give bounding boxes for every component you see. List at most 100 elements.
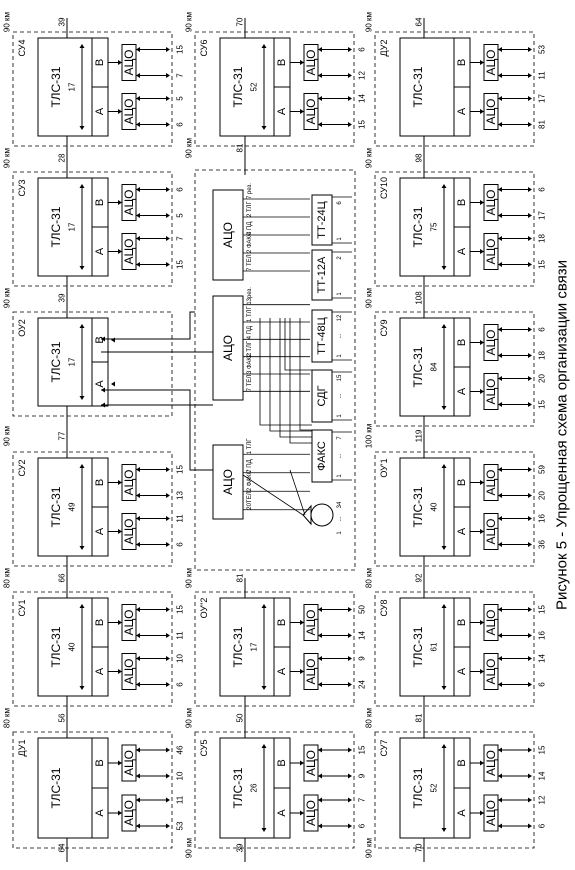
equipment-last-tt12: 2 [337,256,343,260]
equipment-label-sdg: СДГ [316,385,328,406]
station-du2 [374,31,535,147]
tls-label-su9: ТЛС-31 [411,346,425,387]
span-km: 90 км [185,12,194,32]
ato-label-B-su7: АЦО [484,750,498,776]
channel-count-B-0-su5: 15 [358,745,367,754]
telephone-cone-icon [302,504,312,526]
center-ato-2-line-4: 3 ФАКС [247,352,253,374]
ou2-a-out [111,381,115,387]
station-ou2 [12,311,173,417]
tls-count-su1: 40 [68,642,77,651]
channel-arrow-A-1-su10 [528,262,532,267]
channel-count-A-0-su5: 7 [358,797,367,802]
channel-arrow-back-B-0-su2 [136,467,140,472]
station-su5 [194,731,355,849]
station-su2 [12,451,173,567]
channel-count-B-1-du2: 11 [538,71,547,80]
center-ato-2-line-1: 1 ТЛГ [247,306,253,322]
ato-label-A-su10: АЦО [484,239,498,265]
channel-count-A-1-su10: 15 [538,260,547,269]
tls-bus-arrow-down-su3 [79,266,85,270]
equipment-label-tt12: ТТ-12А [316,256,328,293]
link-ou2-a [101,389,213,471]
tls-label-su10: ТЛС-31 [411,206,425,247]
channel-count-B-0-ou1: 59 [538,465,547,474]
channel-count-B-1-su7: 14 [538,771,547,780]
channel-count-B-0-su7: 15 [538,745,547,754]
station-frame-su6 [194,31,355,147]
station-name-su2: СУ2 [17,460,27,477]
channel-count-A-1-ou1: 36 [538,540,547,549]
station-frame-su9 [374,311,535,427]
channel-count-A-1-ou2b: 24 [358,680,367,689]
tls-bus-arrow-down-ou2b [261,686,267,690]
station-frame-du2 [374,31,535,147]
channel-count-B-1-su1: 11 [176,631,185,640]
tls-bus-arrow-up-su10 [441,184,447,188]
port-b-label-su9: В [456,339,468,346]
channel-count-A-1-su5: 6 [358,823,367,828]
equipment-label-tt48: ТТ-48Ц [316,317,328,354]
tls-label-su2: ТЛС-31 [49,486,63,527]
tls-bus-arrow-up-su1 [79,604,85,608]
hub-wire-a1 [269,318,312,432]
hub-wire-b [284,318,312,371]
channel-arrow-B-1-su7 [528,773,532,779]
tls-bus-arrow-down-su10 [441,266,447,270]
channel-arrow-A-1-su8 [528,682,532,687]
port-a-label-ou2: А [94,380,106,388]
ato-link-arrow-A-su4 [118,109,122,114]
channel-arrow-back-B-0-ou1 [498,467,502,472]
station-frame-ou1 [374,451,535,567]
ato-label-B-ou1: АЦО [484,470,498,496]
ato-label-B-su10: АЦО [484,190,498,216]
ato-label-A-su6: АЦО [304,99,318,125]
channel-arrow-back-A-0-su6 [318,96,322,101]
channel-count-B-0-ou2b: 50 [358,605,367,614]
channel-arrow-B-1-su5 [348,773,352,779]
channel-count-B-1-su9: 18 [538,351,547,360]
port-b-label-su8: В [456,619,468,626]
ato-link-arrow-B-su7 [480,760,484,766]
port-b-label-ou2b: В [276,619,288,626]
port-a-label-su1: А [94,667,106,675]
channel-count-A-0-su1: 10 [176,654,185,663]
channel-arrow-back-A-0-su4 [136,96,140,101]
ato-label-B-su5: АЦО [304,750,318,776]
channel-count-B-1-su10: 17 [538,211,547,220]
station-frame-su10 [374,171,535,287]
station-name-su9: СУ9 [379,320,389,337]
center-ato-3 [212,444,244,520]
channel-arrow-back-A-0-ou2b [318,656,322,661]
equipment-first-tt48: 1 [337,354,343,358]
tls-label-ou1: ТЛС-31 [411,486,425,527]
channel-arrow-back-B-1-du2 [498,73,502,78]
ato-link-arrow-B-su3 [118,200,122,205]
channel-count-A-1-su4: 6 [176,122,185,127]
channel-arrow-back-B-1-su5 [318,773,322,779]
channel-arrow-B-0-du1 [166,747,170,753]
channel-arrow-back-A-1-su8 [498,682,502,687]
tls-block-ou2 [37,317,93,407]
port-b-label-su5: В [276,759,288,766]
center-ato-1-label: АЦО [221,222,235,248]
channel-arrow-back-B-0-ou2b [318,607,322,612]
equipment-dots-tt48: ... [337,333,343,338]
station-frame-su3 [12,171,173,287]
channel-count-A-1-su6: 15 [358,120,367,129]
station-name-su7: СУ7 [379,740,389,757]
tls-block-du1 [37,737,93,839]
channel-arrow-B-0-su2 [166,467,170,472]
center-ato-3-line-3: 20ТЕЛ [247,491,253,509]
span-km: 80 км [365,568,374,588]
ato-link-arrow-A-su10 [480,249,484,254]
port-a-label-su3: А [94,247,106,255]
tls-bus-arrow-down-su7 [441,828,447,832]
ato-label-B-du2: АЦО [484,50,498,76]
tls-block-su8 [399,597,455,697]
station-name-su10: СУ10 [379,177,389,199]
tls-block-su5 [219,737,275,839]
phone-first: 1 [337,531,343,535]
